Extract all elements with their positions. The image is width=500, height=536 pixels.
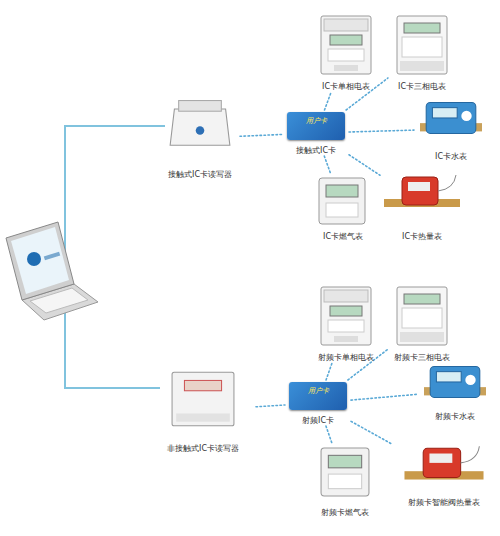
dotted-link [349,155,380,175]
device-box: IC卡水表 [414,96,488,162]
dotted-link [349,130,414,132]
device-label: 射频卡单相电表 [318,352,374,363]
ic-card: 用户卡射频IC卡 [285,380,351,426]
device-box: 射频卡智能阀热量表 [392,438,496,508]
device-box: 射频卡三相电表 [388,283,456,363]
dotted-link [256,405,285,407]
device-label: IC卡燃气表 [323,231,363,242]
device-label: 接触式IC卡读写器 [168,169,232,180]
dotted-link [351,394,418,400]
device-label: 非接触式IC卡读写器 [167,443,239,454]
meter-device [397,16,447,74]
host-link [65,126,165,388]
device-box: 射频卡水表 [418,360,492,422]
device-label: IC卡水表 [435,151,467,162]
reader-device [170,101,230,146]
device-label: 射频卡智能阀热量表 [408,497,480,508]
device-box: IC卡热量表 [380,164,464,242]
meter-device [397,287,447,345]
device-label: 射频卡燃气表 [321,507,369,518]
device-label: IC卡单相电表 [322,81,370,92]
heat-meter-device [384,175,460,207]
reader-device [172,372,234,426]
device-box: 接触式IC卡读写器 [160,96,240,180]
device-label: 射频卡三相电表 [394,352,450,363]
device-box: IC卡燃气表 [310,174,376,242]
device-label: 射频卡水表 [435,411,475,422]
device-box: 射频卡燃气表 [310,444,380,518]
device-label: 射频IC卡 [302,415,334,426]
dotted-link [324,156,330,174]
ic-card: 用户卡接触式IC卡 [283,110,349,156]
card-face: 用户卡 [287,112,345,140]
device-label: 接触式IC卡 [296,145,336,156]
water-meter-device [424,366,486,397]
dotted-link [326,426,332,444]
dotted-link [351,421,392,444]
card-text: 用户卡 [289,386,347,396]
card-face: 用户卡 [289,382,347,410]
device-label: IC卡热量表 [402,231,442,242]
meter-device [321,16,371,74]
device-box: IC卡三相电表 [388,12,456,92]
device-box: 非接触式IC卡读写器 [150,366,256,454]
gas-meter-device [319,178,365,224]
heat-meter-device [404,446,483,479]
laptop [6,222,98,320]
device-box: IC卡单相电表 [312,12,380,92]
dotted-link [325,92,332,110]
gas-meter-device [321,448,369,496]
card-text: 用户卡 [287,116,345,126]
device-box: 射频卡单相电表 [312,283,380,363]
water-meter-device [420,102,482,133]
dotted-link [326,363,332,380]
dotted-link [240,134,283,136]
device-label: IC卡三相电表 [398,81,446,92]
meter-device [321,287,371,345]
